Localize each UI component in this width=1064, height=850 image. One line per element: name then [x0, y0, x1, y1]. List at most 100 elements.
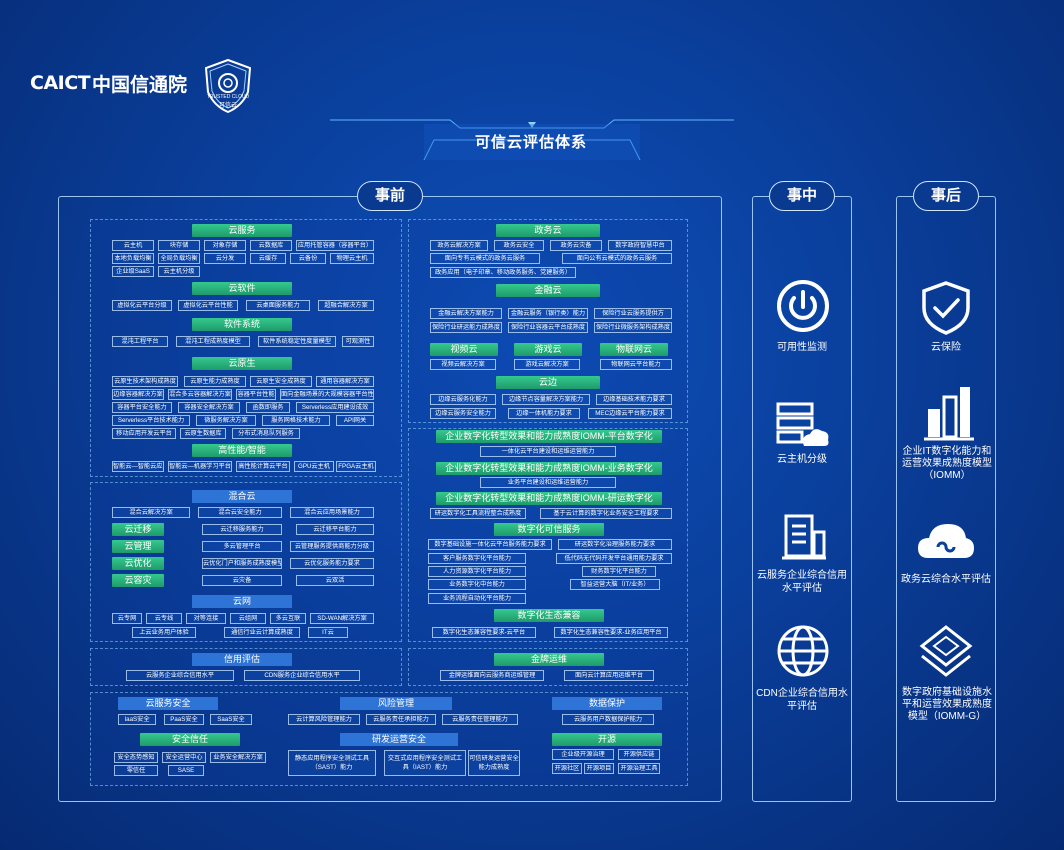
cell: CDN服务企业综合信用水平 — [244, 670, 360, 681]
cell: 混沌工程平台 — [112, 336, 168, 347]
cell: 业务数字化中台能力 — [428, 579, 526, 590]
cell: 分布式消息队列服务 — [232, 428, 300, 439]
cell: FPGA云主机 — [336, 461, 376, 472]
cell: 边缘基础技术能力要求 — [596, 394, 672, 405]
cell: 面向专有云模式的政务云服务 — [430, 253, 540, 264]
cell: 移动应用开发云平台 — [112, 428, 176, 439]
cell: 高性能计算云平台 — [236, 461, 290, 472]
hybrid-side-optimization: 云优化 — [112, 557, 164, 570]
header-devsecops: 研发运营安全 — [340, 733, 458, 746]
header-eco: 数字化生态兼容 — [494, 609, 604, 622]
cell: 云组网 — [230, 613, 266, 624]
header-cloud-software: 云软件 — [192, 282, 292, 295]
cell: 业务平台建设和运维运营能力 — [480, 477, 616, 488]
cell: Serverless应用建设成效 — [296, 402, 374, 413]
cell: 对等连接 — [186, 613, 226, 624]
cell: 多云管理平台 — [202, 541, 282, 552]
header-ops: 金牌运维 — [494, 653, 604, 666]
hybrid-side-disaster: 云容灾 — [112, 574, 164, 587]
header-iomm-platform: 企业数字化转型效果和能力成熟度IOMM-平台数字化 — [436, 430, 662, 443]
trusted-cloud-shield-icon — [204, 58, 252, 114]
header-credit: 信用评估 — [192, 653, 292, 666]
cell: 数字化生态兼容性要求-业务应用平台 — [554, 627, 668, 638]
cell: 云备份 — [290, 253, 326, 264]
cell: 静态应用程序安全测试工具（SAST）能力 — [288, 750, 376, 776]
cell: 保险行业容器云平台成熟度 — [508, 322, 588, 333]
cell: 云原生数据库 — [180, 428, 226, 439]
cell: 云计算风险管理能力 — [288, 714, 360, 725]
cell: 边缘云服务安全能力 — [430, 408, 496, 419]
cell: SaaS安全 — [210, 714, 252, 725]
cell: 云灾备 — [202, 575, 282, 586]
cell: 金融云服务（银行类）能力 — [508, 308, 588, 319]
cell: 金牌运维面向云服务商运维管理 — [440, 670, 544, 681]
title-decoration — [330, 119, 734, 161]
cell: 应用托管容器（容器平台） — [296, 240, 374, 251]
header-trust-security: 安全信任 — [140, 733, 240, 746]
cell: 安全态势感知 — [114, 752, 158, 763]
cell: 开源社区 — [552, 763, 582, 774]
caict-logo-text: CAICT — [30, 72, 91, 94]
cell: 云双活 — [296, 575, 374, 586]
cell: 云管理服务提供商能力分级 — [290, 541, 374, 552]
badge-en-text: TRUSTED CLOUD — [206, 94, 250, 100]
cell: 游戏云解决方案 — [514, 359, 580, 370]
cell: 基于云计算的数字化业务安全工程要求 — [540, 508, 672, 519]
header-cloud-native: 云原生 — [192, 357, 292, 370]
cell: 企业级SaaS — [112, 266, 154, 277]
cell: 零信任 — [114, 765, 158, 776]
after-item-iomm: 企业IT数字化能力和运营效果成熟度模型（IOMM） — [902, 446, 992, 481]
header-iomm-devops: 企业数字化转型效果和能力成熟度IOMM-研运数字化 — [436, 492, 662, 505]
header-iomm-business: 企业数字化转型效果和能力成熟度IOMM-业务数字化 — [436, 462, 662, 475]
header-cloud-net: 云网 — [192, 595, 292, 608]
cell: 金融云解决方案能力 — [430, 308, 502, 319]
cell: 可信研发运营安全能力成熟度 — [468, 750, 520, 776]
cell: 人力资源数字化平台能力 — [428, 566, 526, 577]
caict-chinese-name: 中国信通院 — [92, 75, 188, 96]
header-cloud-service: 云服务 — [192, 224, 292, 237]
cell: 混合云解决方案 — [112, 507, 190, 518]
cell: 业务安全解决方案 — [210, 752, 266, 763]
layers-diamond-icon — [919, 625, 973, 677]
after-item-gov-cloud: 政务云综合水平评估 — [901, 574, 991, 585]
cell: 混合云安全能力 — [198, 507, 282, 518]
cell: 云原生安全成熟度 — [250, 376, 312, 387]
cell: 低代码无代码开发平台通用能力要求 — [556, 553, 672, 564]
power-monitor-icon — [777, 280, 829, 332]
cell: 客户服务数字化平台能力 — [428, 553, 526, 564]
cell: 开源供应链 — [618, 749, 660, 760]
cell: 数字基础设施一体化云平台服务能力要求 — [428, 539, 552, 550]
header-software-system: 软件系统 — [192, 318, 292, 331]
cell: 云主机分级 — [158, 266, 200, 277]
cell: 软件系统稳定性度量模型 — [258, 336, 336, 347]
cell: 保险行业云服务提供方 — [594, 308, 672, 319]
section-after: 事后 — [913, 181, 979, 211]
cell: 函数即服务 — [246, 402, 290, 413]
cell: 边缘节点容量解决方案能力 — [502, 394, 590, 405]
cell: 政务应用（电子印章、移动政务服务、党建服务） — [430, 267, 576, 278]
cell: 财务数字化平台能力 — [582, 566, 656, 577]
cell: 云服务责任承担能力 — [366, 714, 436, 725]
header-service-security: 云服务安全 — [118, 697, 218, 710]
header-edge: 云边 — [496, 376, 600, 389]
panel-cloud-basic — [90, 219, 402, 477]
cell: 块存储 — [158, 240, 200, 251]
header-fin-cloud: 金融云 — [496, 284, 600, 297]
header-digital-trust: 数字化可信服务 — [494, 523, 604, 536]
cell: 边缘云服务化能力 — [430, 394, 496, 405]
cell: 开源治理工具 — [618, 763, 660, 774]
enterprise-building-icon — [782, 514, 826, 560]
cell: 面向云计算应用运维平台 — [564, 670, 654, 681]
cell: 边缘容器解决方案 — [112, 389, 164, 400]
after-item-iomm-g: 数字政府基础设施水平和运营效果成熟度模型（IOMM-G） — [902, 687, 992, 722]
cell: 交互式应用程序安全测试工具（IAST）能力 — [384, 750, 466, 776]
during-item-cloud-credit: 云服务企业综合信用水平评估 — [757, 570, 847, 594]
cell: 云数据库 — [250, 240, 292, 251]
cell: 容器平台性能 — [236, 389, 276, 400]
cell: 视频云解决方案 — [430, 359, 496, 370]
cell: 物理云主机 — [330, 253, 374, 264]
cell: 云原生技术架构成熟度 — [112, 376, 178, 387]
cell: SASE — [168, 765, 204, 776]
cell: 上云业务用户体验 — [132, 627, 196, 638]
section-during: 事中 — [769, 181, 835, 211]
